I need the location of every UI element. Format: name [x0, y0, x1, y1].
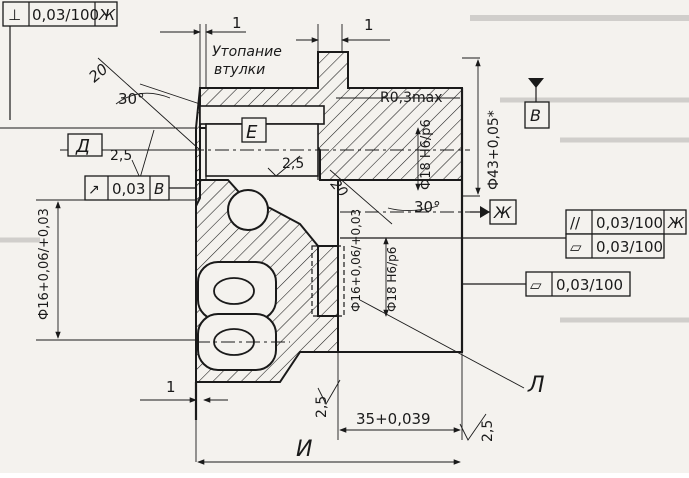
svg-text:30°: 30° — [414, 198, 441, 216]
svg-text:2,5: 2,5 — [282, 156, 304, 172]
svg-text:Л: Л — [527, 373, 545, 398]
svg-text:И: И — [296, 437, 312, 462]
radius-note: R0,3max — [336, 90, 460, 106]
svg-text:30°: 30° — [118, 90, 145, 108]
svg-text:▱: ▱ — [570, 238, 582, 256]
rough-mid: 2,5 — [267, 155, 304, 177]
dim-1-top-right: 1 — [296, 16, 390, 52]
inner-shaft-section — [317, 245, 339, 317]
dim-dia-18-upper: Ф18 H6/р6 — [415, 119, 434, 191]
svg-text:2,5: 2,5 — [480, 420, 496, 442]
datum-E: Е — [241, 117, 267, 143]
dim-35: 35+0,039 — [339, 410, 461, 433]
svg-text:Ф18 H6/р6: Ф18 H6/р6 — [385, 247, 399, 312]
svg-text:▱: ▱ — [530, 276, 542, 294]
svg-text:0,03/100: 0,03/100 — [596, 214, 663, 232]
sink-label: Утопание — [212, 44, 282, 60]
dim-dia-16-left: Ф16+0,06/+0,03 — [36, 199, 196, 341]
svg-text:Ф16+0,06/+0,03: Ф16+0,06/+0,03 — [37, 208, 52, 320]
part-section — [190, 51, 480, 462]
dim-dia-16-inner: Ф16+0,06/+0,03 — [349, 209, 363, 312]
svg-text:Е: Е — [246, 122, 258, 143]
svg-text:Ф43+0,05*: Ф43+0,05* — [486, 110, 502, 190]
svg-text:0,03/100: 0,03/100 — [556, 276, 623, 294]
perp-datum: Ж — [98, 6, 116, 24]
datum-L: Л — [359, 299, 545, 398]
radius-label: R0,3max — [380, 90, 443, 106]
svg-text:Ж: Ж — [493, 203, 512, 222]
dim-I: И — [197, 437, 461, 465]
dim-dia-18-lower: Ф18 H6/р6 — [383, 237, 399, 317]
tolerance-frame-parallelism: // 0,03/100 Ж — [565, 209, 687, 235]
dim-1-bottom: 1 — [140, 378, 228, 403]
svg-text:1: 1 — [232, 14, 242, 32]
svg-text:Ф18 H6/р6: Ф18 H6/р6 — [419, 119, 434, 190]
rough-bottom-1: 2,5 — [314, 379, 341, 418]
sink-label2: втулки — [214, 62, 265, 78]
svg-text:В: В — [530, 106, 541, 125]
svg-text:2,5: 2,5 — [314, 396, 330, 418]
svg-text:0,03: 0,03 — [112, 180, 145, 198]
tolerance-frame-flatness-2: ▱ 0,03/100 — [462, 271, 631, 297]
tolerance-frame-flatness-1: ▱ 0,03/100 — [340, 233, 665, 259]
svg-text://: // — [570, 214, 581, 232]
perp-value: 0,03/100 — [32, 6, 99, 24]
rough-bottom-2: 2,5 — [459, 413, 496, 442]
svg-text:1: 1 — [364, 16, 374, 34]
tolerance-frame-runout: ↗ 0,03 В — [84, 175, 196, 201]
svg-text:Ж: Ж — [667, 214, 685, 232]
dim-dia-43: Ф43+0,05* — [462, 57, 502, 197]
svg-text:0,03/100: 0,03/100 — [596, 238, 663, 256]
sink-note: Утопание втулки — [212, 44, 282, 78]
dim-1-top-left: 1 — [160, 14, 246, 88]
svg-text:Ф16+0,06/+0,03: Ф16+0,06/+0,03 — [349, 209, 363, 312]
rough-left: 2,5 — [110, 129, 155, 180]
datum-V: В — [524, 78, 550, 129]
datum-D: Д — [0, 127, 196, 157]
perp-symbol: ⊥ — [8, 6, 21, 24]
background-page-texture — [0, 15, 689, 323]
tolerance-frame-perpendicularity: ⊥ 0,03/100 Ж — [2, 1, 118, 120]
svg-text:20: 20 — [85, 60, 111, 86]
svg-text:1: 1 — [166, 378, 176, 396]
svg-text:↗: ↗ — [88, 182, 100, 198]
svg-text:35+0,039: 35+0,039 — [356, 410, 431, 428]
svg-text:2,5: 2,5 — [110, 148, 132, 164]
svg-text:В: В — [154, 180, 164, 198]
svg-text:Д: Д — [75, 136, 90, 157]
datum-Zh: Ж — [470, 199, 517, 225]
